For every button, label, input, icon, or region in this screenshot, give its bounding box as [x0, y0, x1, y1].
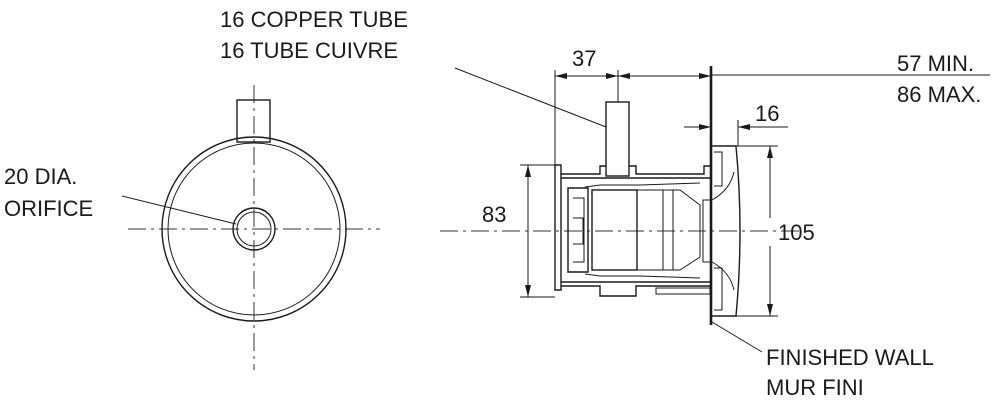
faceplate-curve — [711, 171, 735, 291]
cartridge-cone — [637, 189, 701, 271]
copper-tube-label-fr: 16 TUBE CUIVRE — [220, 38, 398, 63]
depth-min-label: 57 MIN. — [897, 51, 974, 76]
body-left-wall — [554, 165, 562, 291]
dim-83-label: 83 — [482, 202, 506, 227]
copper-tube-leader — [454, 67, 607, 128]
orifice-leader — [121, 195, 237, 225]
body-circle — [161, 136, 347, 322]
finished-wall-label-en: FINISHED WALL — [766, 345, 934, 370]
copper-tube-stub — [236, 99, 271, 143]
copper-tube-label-en: 16 COPPER TUBE — [220, 7, 408, 32]
depth-max-label: 86 MAX. — [897, 82, 981, 107]
cartridge-end-inner — [573, 197, 585, 263]
cartridge-body — [591, 189, 638, 271]
orifice-circle — [232, 207, 276, 251]
dimensions — [520, 70, 990, 317]
side-copper-tube — [605, 101, 630, 177]
body-bottom-tab — [655, 287, 711, 295]
cartridge-end — [567, 187, 589, 273]
finished-wall-label-fr: MUR FINI — [766, 375, 864, 400]
body-bottom-flange — [561, 285, 710, 297]
orifice-label: ORIFICE — [4, 196, 93, 221]
finished-wall-leader — [711, 321, 763, 353]
dim-16-label: 16 — [755, 101, 779, 126]
faceplate-clips — [714, 151, 723, 311]
body-inner-circle — [167, 142, 341, 316]
cartridge-stem — [702, 199, 712, 263]
front-view — [121, 85, 380, 370]
orifice-inner-circle — [236, 211, 272, 247]
dim-105-label: 105 — [778, 220, 815, 245]
body-top-flange — [555, 164, 710, 175]
orifice-dia-label: 20 DIA. — [4, 164, 77, 189]
faceplate — [712, 145, 741, 317]
dim-37-label: 37 — [572, 46, 596, 71]
cartridge-sleeve — [584, 182, 701, 279]
